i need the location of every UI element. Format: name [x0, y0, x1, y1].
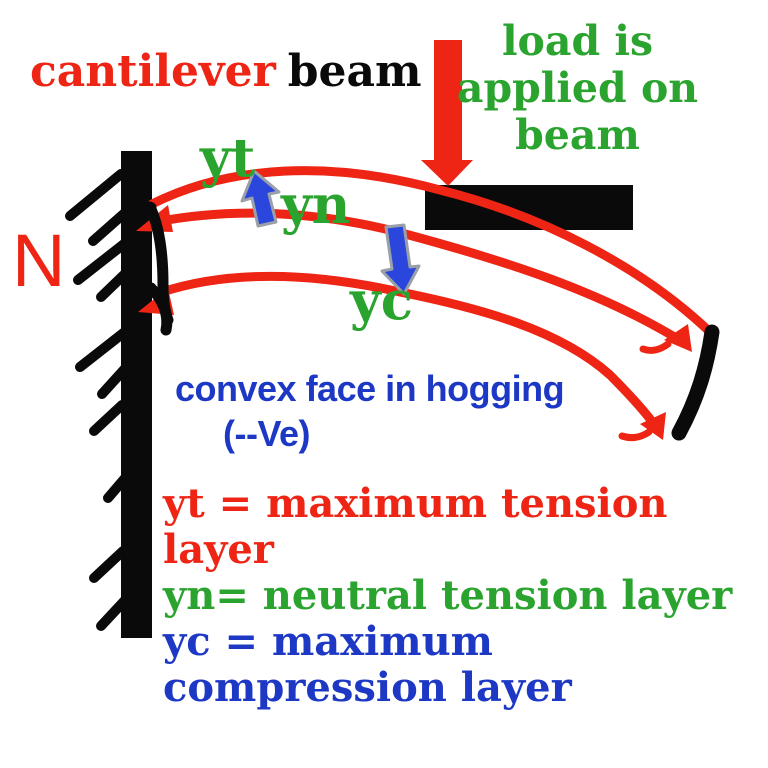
neutral-layer-curve — [136, 205, 692, 354]
yc-arrow-down-icon — [380, 223, 421, 296]
load-annotation-line3: beam — [515, 111, 640, 159]
fixed-wall — [65, 151, 152, 638]
beam-root-face — [136, 201, 174, 336]
legend-tension-line1: yt = maximum tension — [163, 480, 668, 527]
yt-arrow-up-icon — [240, 169, 281, 228]
tension-layer-curve — [147, 166, 716, 338]
title-cantilever: cantilever — [30, 46, 276, 97]
title-beam: beam — [287, 46, 422, 97]
load-arrow-down-icon — [421, 40, 473, 186]
hogging-note-line2: (--Ve) — [223, 413, 311, 454]
hogging-note-line1: convex face in hogging — [175, 368, 565, 409]
load-annotation-line1: load is — [501, 17, 654, 65]
legend-compression-line1: yc = maximum — [163, 618, 493, 665]
support-label-n: N — [12, 219, 66, 302]
legend: yt = maximum tension layer yn= neutral t… — [163, 481, 732, 711]
wall-bar — [121, 151, 152, 638]
legend-compression-line2: compression layer — [163, 664, 572, 711]
legend-neutral-line: yn= neutral tension layer — [163, 572, 733, 619]
label-yt: yt — [200, 127, 256, 189]
load-annotation: load is applied on beam — [455, 18, 700, 159]
legend-tension-line2: layer — [163, 526, 274, 573]
label-yc: yc — [350, 270, 414, 332]
neutral-curve-right-arrowhead — [664, 324, 692, 352]
wall-hatching-icon — [65, 169, 136, 631]
load-annotation-line2: applied on — [456, 64, 699, 112]
beam-tip-face — [671, 324, 720, 441]
hogging-note: convex face in hogging (--Ve) — [175, 366, 565, 456]
label-yn: yn — [281, 174, 351, 236]
compression-curve-right-arrowhead — [640, 412, 666, 440]
